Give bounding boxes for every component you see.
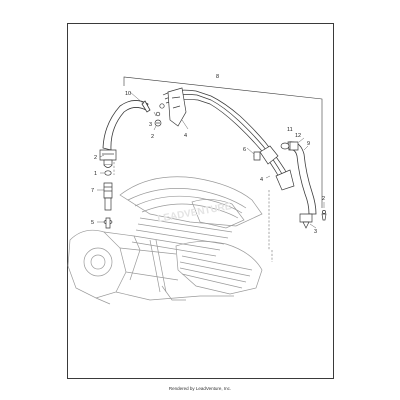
callout-5: 5 [91, 220, 94, 226]
callout-1: 1 [94, 171, 97, 177]
callout-8: 8 [216, 74, 219, 80]
leader-lines [97, 91, 325, 229]
callout-12: 12 [295, 133, 301, 139]
hose-clamps-right [280, 141, 299, 151]
callout-10: 10 [125, 91, 131, 97]
callout-3-right: 3 [314, 229, 317, 235]
callout-2-left: 2 [94, 155, 97, 161]
breather-tube-assembly [162, 87, 295, 191]
hose-fitting-left [99, 149, 117, 168]
callout-3-left: 3 [149, 122, 152, 128]
callout-4-upper: 4 [184, 133, 187, 139]
callout-2-right: 2 [322, 196, 325, 202]
callout-7: 7 [91, 188, 94, 194]
callout-2-center: 2 [151, 134, 154, 140]
callout-9: 9 [307, 141, 310, 147]
page-frame [67, 23, 334, 379]
breather-hose [102, 100, 151, 151]
alignment-lines [113, 162, 273, 262]
fasteners [154, 103, 327, 229]
breather-valve-assembly [103, 170, 113, 229]
engine-illustration [67, 176, 263, 305]
callout-4-lower: 4 [260, 177, 263, 183]
callout-11: 11 [287, 127, 293, 133]
footer-credit: Rendered by LeadVenture, Inc. [168, 386, 232, 391]
callout-6: 6 [243, 147, 246, 153]
callout-8-bracket [123, 76, 323, 208]
